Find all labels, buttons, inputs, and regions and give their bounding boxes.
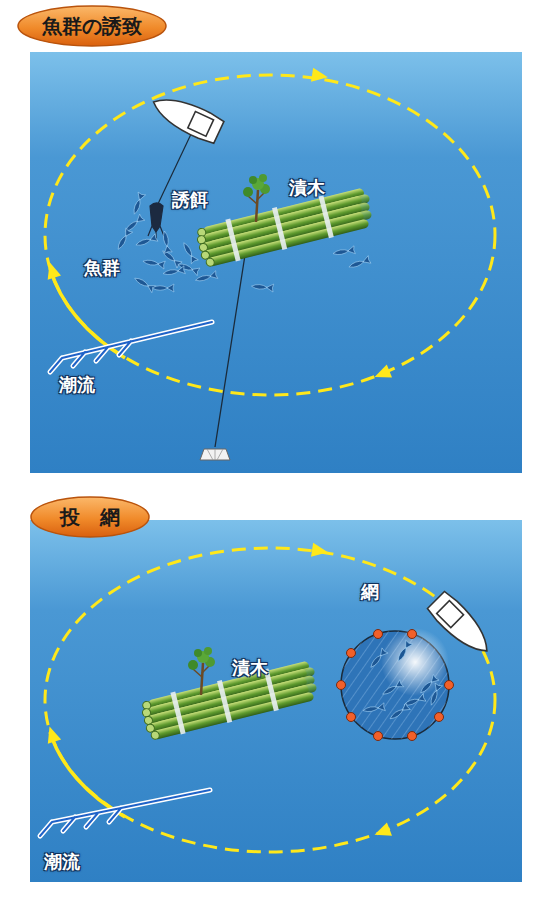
oval-outline: [31, 497, 149, 537]
track-arrow: [43, 724, 61, 744]
part-label: 誘餌: [172, 190, 208, 210]
fishing-boat: [426, 590, 497, 661]
stage-title-oval: 魚群の誘致: [17, 5, 167, 47]
part-label: 漬木: [232, 658, 268, 678]
label-holder: 誘餌: [172, 190, 208, 211]
stage-title: 魚群の誘致: [42, 14, 142, 38]
stage-title-oval: 投 網: [30, 496, 150, 538]
label-holder: 漬木: [289, 178, 325, 199]
label-holder: 潮流: [59, 375, 95, 396]
oval-outline: [18, 6, 166, 46]
purse-net: [337, 628, 454, 741]
label-holder: 漬木: [232, 658, 268, 679]
net-casting-panel: [30, 520, 522, 882]
label-holder: 潮流: [44, 852, 80, 873]
part-label: 魚群: [84, 258, 120, 278]
boat-track: [45, 75, 495, 395]
raft-tree: [188, 647, 215, 695]
label-holder: 網: [361, 582, 379, 603]
log-raft: [194, 185, 376, 270]
part-label: 網: [361, 582, 379, 602]
boat-track: [45, 548, 495, 852]
raft-tree: [243, 174, 270, 222]
sea-panel: [30, 520, 522, 882]
anchor-rope: [215, 255, 245, 447]
fish-attraction-panel: [30, 52, 522, 473]
current-arrow: [50, 322, 212, 372]
part-label: 漬木: [289, 178, 325, 198]
sea-panel: [30, 52, 522, 473]
fishing-boat: [148, 89, 225, 145]
track-arrow: [43, 260, 61, 279]
label-holder: 魚群: [84, 258, 120, 279]
anchor-weight: [207, 449, 223, 460]
track-arrow: [372, 823, 392, 842]
boat-track: [50, 732, 125, 817]
part-label: 潮流: [59, 375, 95, 395]
track-arrow: [311, 543, 329, 559]
part-label: 潮流: [44, 852, 80, 872]
anchor-weight: [200, 449, 230, 460]
current-arrow: [40, 790, 210, 836]
track-arrow: [311, 68, 329, 84]
stage-title: 投 網: [60, 505, 120, 529]
log-raft: [139, 658, 321, 743]
track-arrow: [372, 365, 392, 384]
fish-school: [115, 192, 371, 293]
bait-squid: [148, 203, 164, 240]
